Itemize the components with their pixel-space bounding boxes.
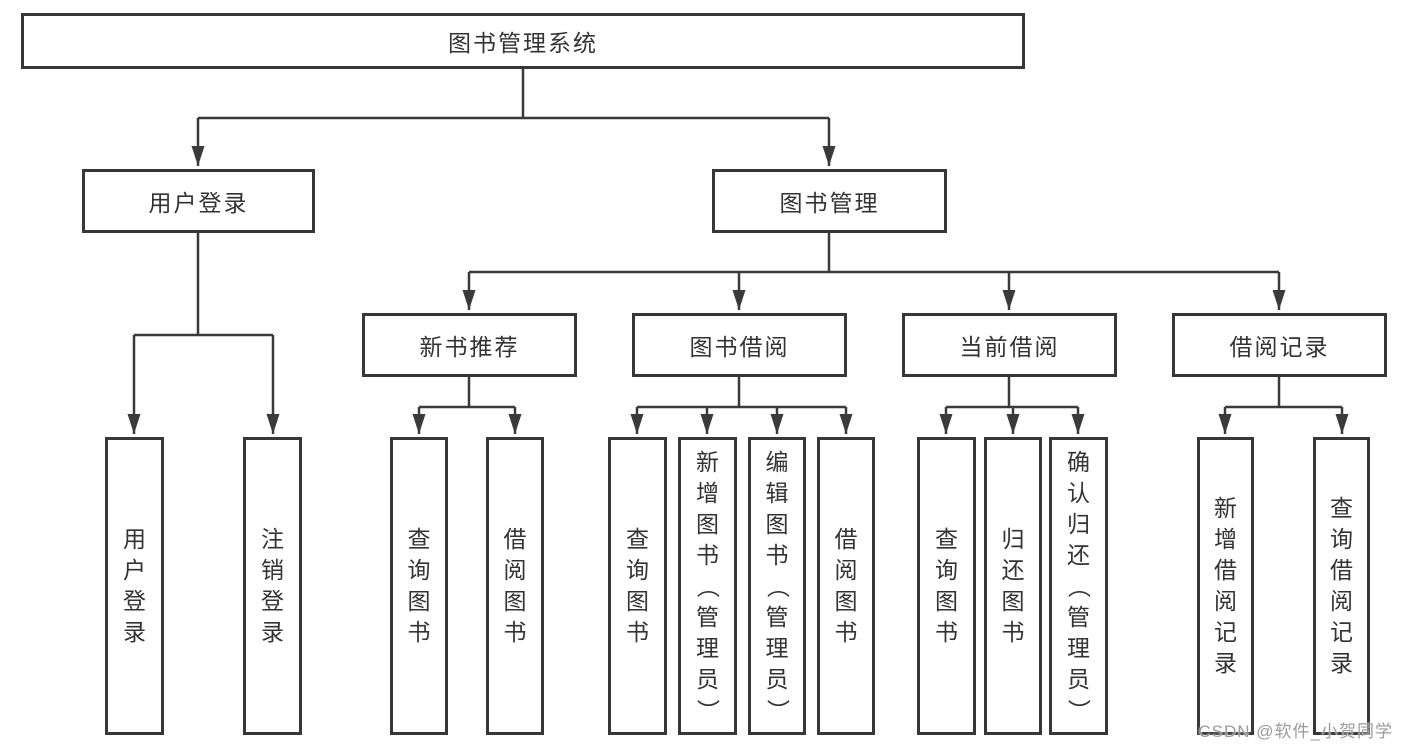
node-root: 图书管理系统 xyxy=(21,13,1025,69)
connector-arrows xyxy=(127,118,1349,434)
leaf-record-query-label: 查询借阅记录 xyxy=(1330,495,1353,676)
leaf-newbook-borrow-books-label: 借阅图书 xyxy=(503,526,527,645)
node-user-login: 用户登录 xyxy=(82,169,315,233)
node-borrow-records-label: 借阅记录 xyxy=(1229,334,1330,360)
leaf-borrow-borrow-books-label: 借阅图书 xyxy=(834,526,858,645)
leaf-record-add-label: 新增借阅记录 xyxy=(1214,495,1237,676)
leaf-current-return-books: 归还图书 xyxy=(984,437,1042,735)
leaf-current-query-books-label: 查询图书 xyxy=(935,526,958,645)
node-user-login-label: 用户登录 xyxy=(148,190,249,216)
node-book-management: 图书管理 xyxy=(712,169,947,233)
leaf-user-login-label: 用户登录 xyxy=(123,526,146,645)
leaf-borrow-edit-books-admin-label: 编辑图书（管理员） xyxy=(764,448,791,722)
leaf-record-add: 新增借阅记录 xyxy=(1197,437,1254,735)
leaf-newbook-query-books-label: 查询图书 xyxy=(407,526,431,645)
node-book-borrow: 图书借阅 xyxy=(632,313,847,377)
leaf-newbook-borrow-books: 借阅图书 xyxy=(486,437,544,735)
connector-spines xyxy=(134,69,1342,409)
leaf-borrow-query-books-label: 查询图书 xyxy=(626,526,649,645)
leaf-user-login: 用户登录 xyxy=(105,437,164,735)
node-new-book-recommend: 新书推荐 xyxy=(362,313,577,377)
node-new-book-recommend-label: 新书推荐 xyxy=(419,334,520,360)
leaf-current-return-books-label: 归还图书 xyxy=(1001,526,1025,645)
leaf-current-confirm-return-admin-label: 确认归还（管理员） xyxy=(1066,448,1092,722)
node-root-label: 图书管理系统 xyxy=(448,30,598,56)
node-current-borrow-label: 当前借阅 xyxy=(959,334,1060,360)
leaf-current-query-books: 查询图书 xyxy=(917,437,976,735)
leaf-logout-label: 注销登录 xyxy=(261,526,284,645)
leaf-borrow-add-books-admin-label: 新增图书（管理员） xyxy=(695,448,721,722)
node-borrow-records: 借阅记录 xyxy=(1172,313,1387,377)
leaf-borrow-borrow-books: 借阅图书 xyxy=(817,437,875,735)
leaf-newbook-query-books: 查询图书 xyxy=(390,437,448,735)
leaf-logout: 注销登录 xyxy=(243,437,302,735)
leaf-current-confirm-return-admin: 确认归还（管理员） xyxy=(1049,437,1108,735)
node-book-management-label: 图书管理 xyxy=(779,190,880,216)
leaf-borrow-edit-books-admin: 编辑图书（管理员） xyxy=(748,437,806,735)
leaf-record-query: 查询借阅记录 xyxy=(1313,437,1370,735)
node-current-borrow: 当前借阅 xyxy=(902,313,1117,377)
leaf-borrow-add-books-admin: 新增图书（管理员） xyxy=(678,437,737,735)
leaf-borrow-query-books: 查询图书 xyxy=(608,437,667,735)
csdn-watermark: CSDN @软件_小贺同学 xyxy=(1198,722,1393,741)
node-book-borrow-label: 图书借阅 xyxy=(689,334,790,360)
